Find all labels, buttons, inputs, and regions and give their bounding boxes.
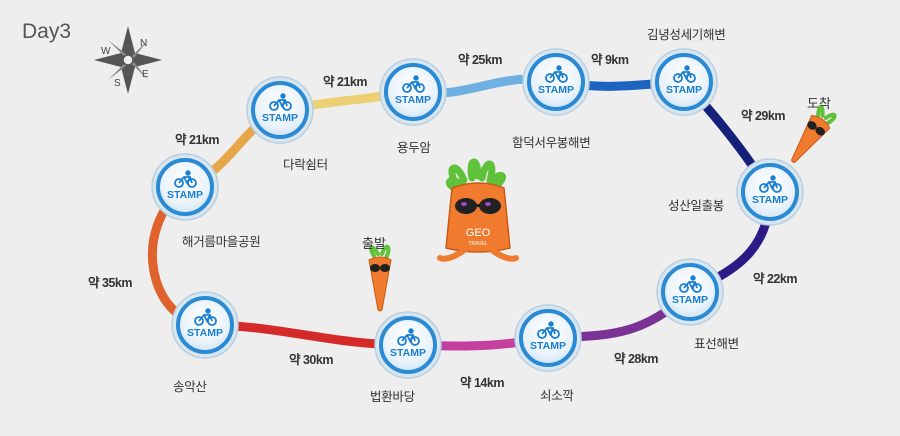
stop-label: 함덕서우봉해변 — [512, 135, 591, 150]
bicycle-icon — [545, 65, 568, 83]
distance-label: 약 22km — [753, 272, 797, 286]
distance-label: 약 29km — [741, 109, 785, 123]
bicycle-icon — [759, 175, 782, 193]
stamp-text: STAMP — [666, 84, 702, 96]
stop-label: 용두암 — [397, 140, 431, 155]
distance-label: 약 25km — [458, 53, 502, 67]
stamp-marker[interactable]: STAMP — [246, 76, 314, 144]
compass-letter-n: N — [140, 38, 147, 49]
stamp-text: STAMP — [672, 294, 708, 306]
stamp-marker[interactable]: STAMP — [374, 311, 442, 379]
stamp-marker[interactable]: STAMP — [151, 153, 219, 221]
mascot-logo-line1: GEO — [466, 227, 491, 239]
mascot-logo-line2: TRAVEL — [468, 241, 487, 247]
stop-label: 표선해변 — [694, 336, 739, 351]
stamp-text: STAMP — [390, 347, 426, 359]
bicycle-icon — [269, 93, 292, 111]
stop-label: 다락쉼터 — [283, 157, 328, 172]
stop-label: 쇠소깍 — [540, 388, 574, 403]
compass-letter-e: E — [142, 69, 149, 80]
compass-letter-w: W — [101, 46, 111, 57]
stamp-marker[interactable]: STAMP — [656, 258, 724, 326]
compass-letter-s: S — [114, 78, 121, 89]
stamp-text: STAMP — [530, 340, 566, 352]
distance-label: 약 28km — [614, 352, 658, 366]
stamp-marker[interactable]: STAMP — [736, 158, 804, 226]
end-label: 도착 — [807, 97, 831, 112]
stamp-marker[interactable]: STAMP — [514, 304, 582, 372]
compass-icon: N E S W — [94, 26, 162, 94]
stop-label: 법환바당 — [370, 389, 415, 404]
start-carrot-icon — [368, 244, 392, 312]
stop-label: 해거름마을공원 — [182, 234, 261, 249]
stop-label: 성산일출봉 — [668, 198, 725, 213]
stamp-text: STAMP — [752, 194, 788, 206]
bicycle-icon — [397, 328, 420, 346]
stamp-marker[interactable]: STAMP — [650, 48, 718, 116]
bicycle-icon — [402, 75, 425, 93]
stop-label: 송악산 — [173, 379, 207, 394]
stamp-marker[interactable]: STAMP — [379, 58, 447, 126]
distance-label: 약 14km — [460, 376, 504, 390]
stamp-text: STAMP — [167, 189, 203, 201]
stamp-text: STAMP — [538, 84, 574, 96]
mascot-carrot-icon: GEO TRAVEL — [437, 158, 519, 262]
start-label: 출발 — [362, 237, 386, 252]
stamp-marker[interactable]: STAMP — [522, 48, 590, 116]
bicycle-icon — [537, 321, 560, 339]
distance-label: 약 21km — [323, 75, 367, 89]
day-title: Day3 — [22, 20, 72, 43]
bicycle-icon — [194, 308, 217, 326]
stop-label: 김녕성세기해변 — [647, 27, 726, 42]
end-carrot-icon — [791, 104, 837, 163]
distance-label: 약 30km — [289, 353, 333, 367]
distance-label: 약 21km — [175, 133, 219, 147]
distance-label: 약 9km — [591, 53, 629, 67]
stamp-text: STAMP — [187, 327, 223, 339]
bicycle-icon — [673, 65, 696, 83]
bicycle-icon — [174, 170, 197, 188]
stamp-marker[interactable]: STAMP — [171, 291, 239, 359]
distance-label: 약 35km — [88, 276, 132, 290]
bicycle-icon — [679, 275, 702, 293]
stamp-text: STAMP — [395, 94, 431, 106]
stamp-text: STAMP — [262, 112, 298, 124]
